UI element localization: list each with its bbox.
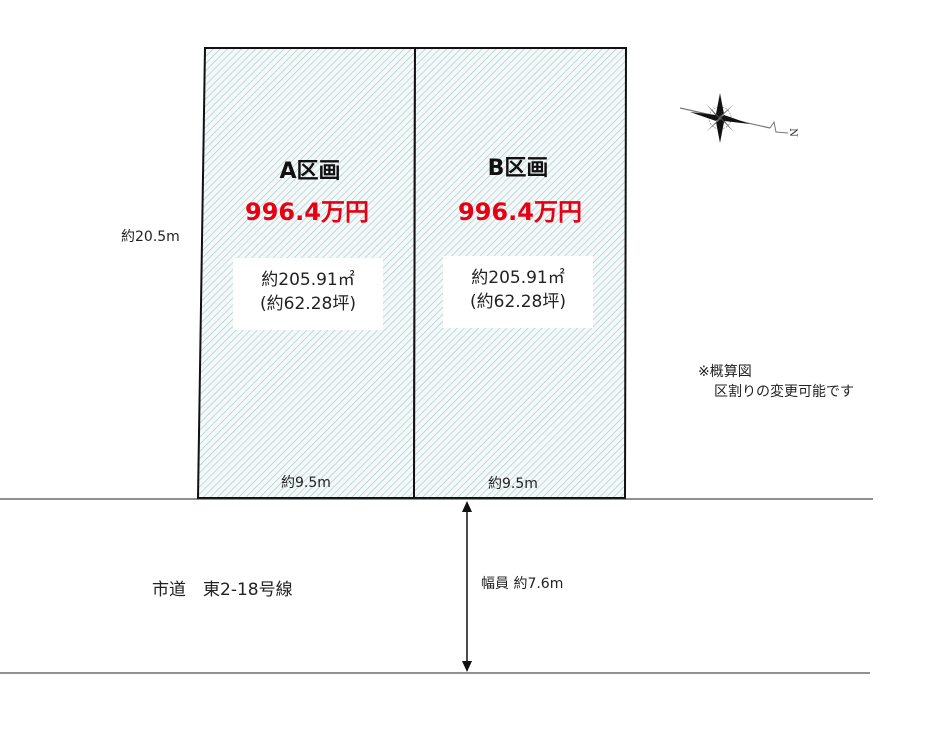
lot-a-frontage: 約9.5m	[281, 475, 331, 491]
note-line-2: 区割りの変更可能です	[714, 384, 854, 400]
lot-a-price: 996.4万円	[245, 198, 369, 226]
lot-a-area-sqm: 約205.91㎡	[261, 270, 355, 290]
lot-b-frontage: 約9.5m	[488, 476, 538, 492]
lot-b-area-tsubo: (約62.28坪)	[470, 292, 566, 312]
note-line-1: ※概算図	[698, 364, 752, 380]
compass-north-label: N	[786, 128, 798, 137]
lot-b-area-sqm: 約205.91㎡	[471, 268, 565, 288]
road-width-label: 幅員 約7.6m	[481, 576, 564, 592]
lot-b-title: B区画	[487, 156, 549, 181]
lot-b-price: 996.4万円	[458, 198, 582, 226]
lot-a-area-box: 約205.91㎡ (約62.28坪)	[233, 258, 383, 330]
lot-b-area-box: 約205.91㎡ (約62.28坪)	[443, 256, 593, 328]
lot-a-area-tsubo: (約62.28坪)	[260, 294, 356, 314]
depth-label: 約20.5m	[121, 229, 180, 245]
lot-a-title: A区画	[279, 159, 341, 184]
compass-icon	[679, 93, 789, 143]
road-name: 市道 東2-18号線	[152, 580, 293, 600]
road-width-arrow	[462, 501, 472, 672]
